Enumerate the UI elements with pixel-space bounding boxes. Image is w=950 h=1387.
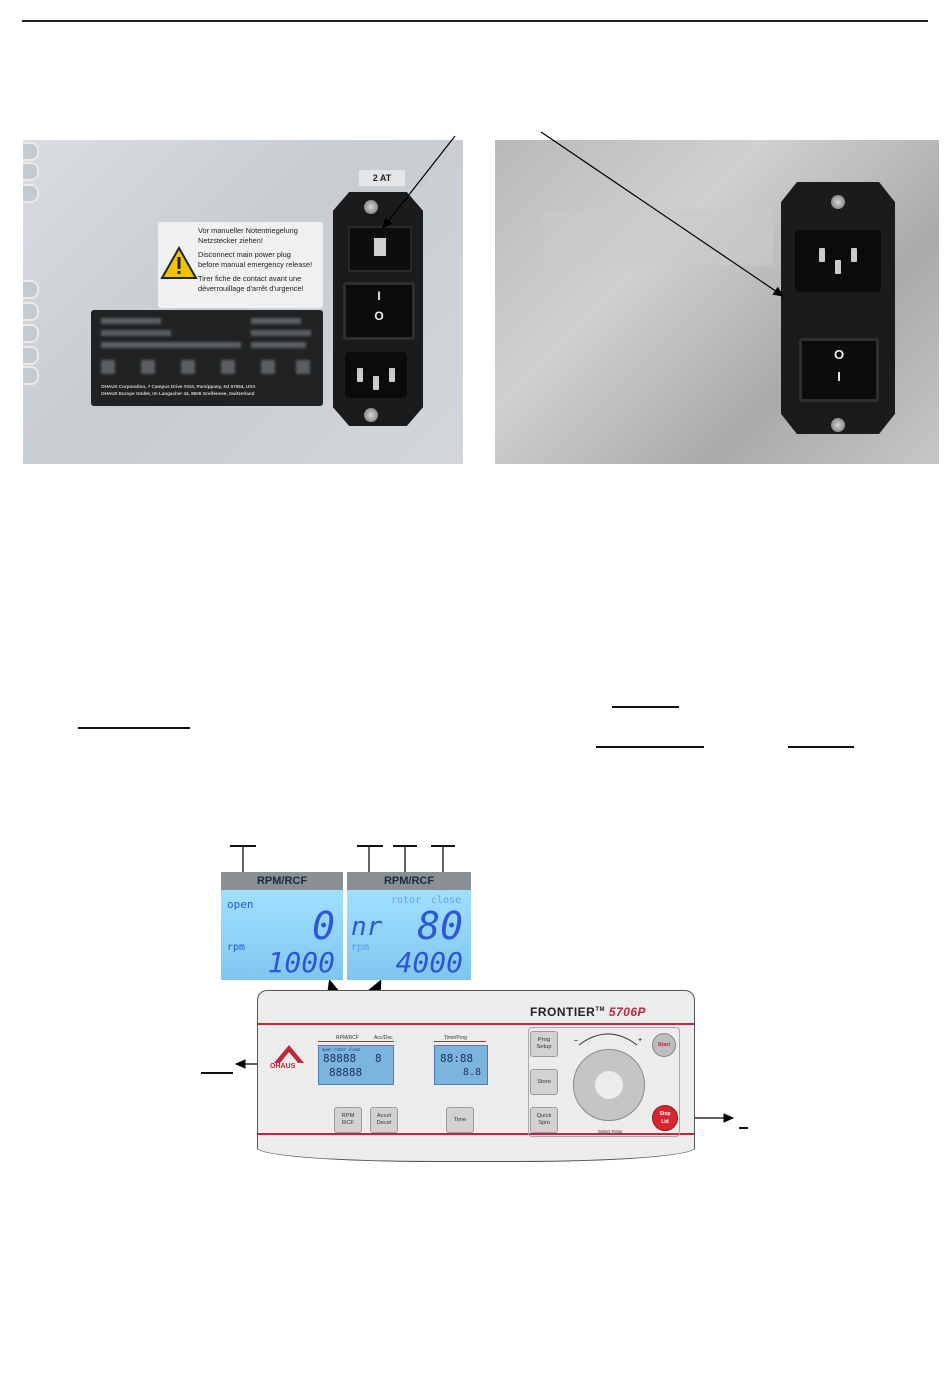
lcd-header: RPM/RCF [221, 872, 343, 890]
time-prog-caption: Time/Prog [444, 1035, 467, 1041]
lcd-unit: rpm [351, 942, 370, 953]
store-button[interactable]: Store [530, 1069, 558, 1095]
prog-setup-button[interactable]: Prog Setup [530, 1031, 558, 1057]
lcd-unit: rpm [227, 942, 246, 953]
blank-line [357, 845, 383, 847]
nameplate-address: OHAUS Europe GmbH, Im Langacher 44, 8606… [101, 391, 255, 396]
dial-minus: – [574, 1037, 578, 1044]
panel-stripe [258, 1133, 694, 1135]
lcd-setpoint: 4000 [395, 946, 463, 979]
lcd-value: 0 [312, 904, 335, 948]
lcd-status-open: open [227, 898, 254, 911]
lcd-rotor-code: nr [351, 912, 383, 942]
blank-line [596, 746, 704, 748]
mini-lcd-time: 88:88 8.8 [434, 1045, 488, 1085]
blank-line [612, 706, 679, 708]
screw-icon [831, 195, 845, 209]
warning-line: Netzstecker ziehen! [198, 236, 263, 245]
fuse-indicator [374, 238, 386, 256]
rpm-rcf-button[interactable]: RPM RCF [334, 1107, 362, 1133]
screw-icon [364, 408, 378, 422]
lcd-display-rotor: RPM/RCF rotor close nr 80 rpm 4000 [347, 872, 471, 980]
switch-on-mark: I [377, 289, 381, 303]
ohaus-logo-text: OHAUS [270, 1063, 296, 1070]
lcd-close-label: close [431, 895, 462, 906]
switch-on-mark: I [837, 369, 841, 384]
header-rule [22, 20, 928, 22]
rating-nameplate: OHAUS Corporation, 7 Campus Drive #310, … [91, 310, 323, 406]
warning-sticker: Vor manueller Notentriegelung Netzstecke… [158, 222, 323, 308]
lcd-display-open: RPM/RCF open 0 rpm 1000 [221, 872, 343, 980]
dial-plus: + [638, 1037, 643, 1044]
power-switch[interactable]: I O [343, 282, 415, 340]
dial-arc-icon [578, 1033, 638, 1046]
label-residue [543, 210, 773, 265]
blank-line [201, 1072, 233, 1074]
rear-panel-photo-alt: O I [495, 140, 939, 464]
stop-lid-button[interactable]: Stop Lid [652, 1105, 678, 1131]
power-switch[interactable]: O I [799, 338, 879, 402]
vent-slot [23, 142, 39, 161]
select-rotor-dial[interactable] [573, 1049, 645, 1121]
nameplate-address: OHAUS Corporation, 7 Campus Drive #310, … [101, 384, 256, 389]
select-rotor-label: Select Rotor [598, 1129, 623, 1134]
rpm-rcf-caption: RPM/RCF [336, 1035, 359, 1041]
blank-line [230, 845, 256, 847]
vent-slot [23, 162, 39, 181]
switch-off-mark: O [833, 347, 845, 362]
warning-line: Disconnect main power plug [198, 250, 291, 259]
start-button[interactable]: Start [652, 1033, 676, 1057]
rear-panel-photo: 2 AT Vor manueller Notentriegelung Netzs… [23, 140, 463, 464]
lcd-header: RPM/RCF [347, 872, 471, 890]
fuse-drawer[interactable] [348, 226, 412, 272]
quick-spin-button[interactable]: Quick Spin [530, 1107, 558, 1133]
time-button[interactable]: Time [446, 1107, 474, 1133]
dial-frame [528, 1027, 680, 1137]
vent-slot [23, 280, 39, 299]
lcd-value: 80 [417, 904, 463, 948]
vent-slot [23, 366, 39, 385]
fuse-rating-label: 2 AT [359, 170, 405, 186]
power-inlet[interactable] [345, 352, 407, 398]
ohaus-logo-icon [274, 1045, 304, 1063]
screw-icon [364, 200, 378, 214]
blank-line [393, 845, 417, 847]
switch-off-mark: O [374, 309, 384, 323]
vent-slot [23, 302, 39, 321]
accel-decel-button[interactable]: Accel Decel [370, 1107, 398, 1133]
warning-line: before manual emergency release! [198, 260, 313, 269]
warning-line: déverrouillage d'arrêt d'urgence! [198, 284, 304, 293]
brand-name: FRONTIERTM 5706P [530, 1005, 647, 1019]
warning-line: Vor manueller Notentriegelung [198, 226, 298, 235]
vent-slot [23, 184, 39, 203]
blank-line [788, 746, 854, 748]
vent-slot [23, 346, 39, 365]
power-inlet[interactable] [795, 230, 881, 292]
lcd-rotor-label: rotor [391, 895, 422, 906]
blank-line [78, 727, 190, 729]
blank-line [739, 1127, 748, 1129]
warning-triangle-icon [160, 245, 198, 279]
control-panel: FRONTIERTM 5706P OHAUS RPM/RCF Acc/Dec o… [257, 990, 695, 1162]
screw-icon [831, 418, 845, 432]
warning-line: Tirer fiche de contact avant une [198, 274, 302, 283]
lcd-setpoint: 1000 [267, 946, 335, 979]
blank-line [431, 845, 455, 847]
mini-lcd-speed: open rotor close 88888 8 88888 [318, 1045, 394, 1085]
acc-dec-caption: Acc/Dec [374, 1035, 393, 1041]
vent-slot [23, 324, 39, 343]
panel-stripe [258, 1023, 694, 1025]
